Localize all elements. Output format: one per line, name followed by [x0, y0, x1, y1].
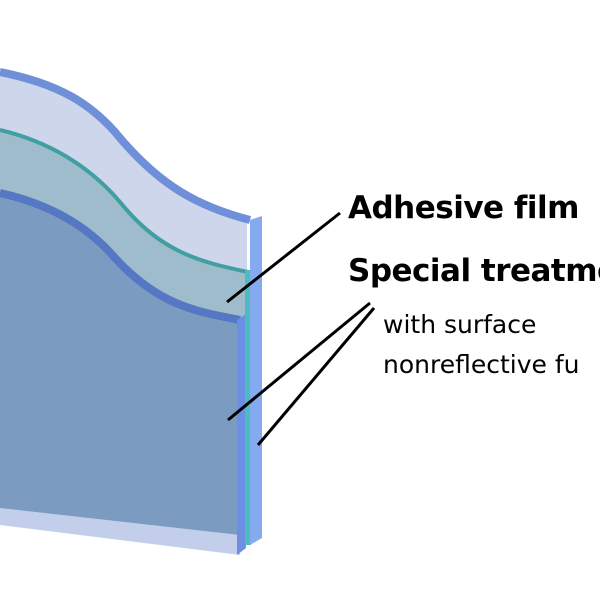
base-glass-layer [0, 190, 240, 535]
bottom-edge [0, 505, 240, 555]
front-face-top [250, 216, 262, 545]
leader-treatment-1 [227, 301, 371, 422]
label-special-treatment-sub2: nonreflective fu [383, 350, 580, 379]
leader-adhesive [226, 211, 341, 304]
label-special-treatment-sub1: with surface [383, 310, 537, 339]
adhesive-edge [0, 128, 249, 274]
leader-treatment-2 [256, 307, 376, 446]
front-face-base [237, 314, 246, 555]
label-adhesive-film: Adhesive film [348, 190, 579, 226]
top-film-layer [0, 68, 247, 275]
adhesive-layer [0, 128, 247, 325]
label-special-treatment: Special treatme [348, 253, 600, 289]
front-face-adhesive [245, 270, 251, 545]
base-edge [0, 189, 241, 324]
top-edge [0, 68, 252, 224]
